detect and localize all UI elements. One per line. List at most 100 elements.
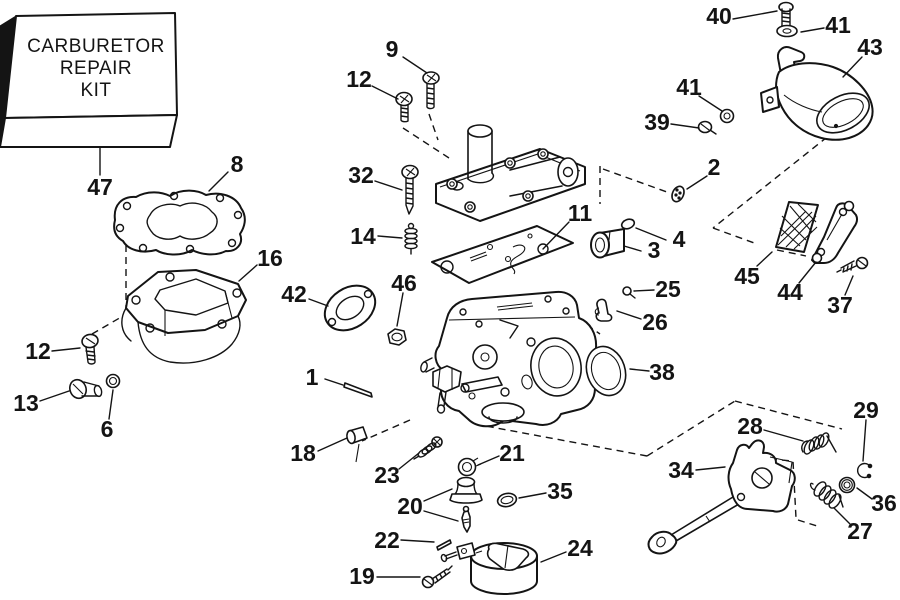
part-callout-22: 22	[374, 527, 400, 553]
part-callout-36: 36	[871, 490, 897, 516]
part-callout-40: 40	[706, 3, 732, 29]
callout-2-leader	[686, 175, 708, 190]
part-callout-11: 11	[568, 200, 593, 226]
part-callout-27: 27	[847, 518, 873, 544]
callout-36-leader	[856, 487, 873, 500]
part-callout-8: 8	[231, 151, 244, 177]
part-callout-41: 41	[825, 12, 851, 38]
part-callout-32: 32	[348, 162, 374, 188]
part-4-oval	[620, 218, 636, 230]
kit-box-line1: CARBURETOR	[27, 36, 165, 57]
part-32-screw	[401, 164, 419, 215]
part-27-spring	[809, 481, 844, 509]
part-callout-47: 47	[87, 174, 113, 200]
callout-20-leader	[423, 488, 453, 502]
part-29-clip	[856, 462, 873, 479]
callout-12-leader	[51, 347, 81, 352]
part-callout-2: 2	[708, 154, 721, 180]
part-23-screw-spring	[413, 436, 443, 460]
part-callout-16: 16	[257, 245, 283, 271]
callout-38-leader	[629, 368, 650, 372]
callout-32-leader	[374, 180, 403, 191]
part-9-screw	[422, 71, 440, 110]
callout-40-leader	[732, 10, 778, 20]
part-pump-cover	[435, 124, 586, 222]
callout-46-leader	[396, 292, 404, 327]
part-callout-38: 38	[649, 359, 675, 385]
part-46-nut	[387, 328, 407, 346]
repair-kit-box: CARBURETOR REPAIR KIT	[0, 12, 178, 148]
part-8-gasket	[113, 189, 246, 256]
part-callout-6: 6	[101, 416, 114, 442]
callout-39-leader	[670, 123, 700, 129]
part-callout-18: 18	[290, 440, 316, 466]
callout-42-leader	[308, 298, 329, 307]
part-12-screw-lower	[81, 333, 99, 365]
callout-35-leader	[518, 492, 547, 499]
callout-43-leader	[842, 56, 863, 78]
callout-24-leader	[540, 551, 567, 563]
part-callout-21: 21	[499, 440, 525, 466]
callout-27-leader	[833, 507, 851, 525]
part-callout-14: 14	[350, 223, 376, 249]
part-callout-1: 1	[306, 364, 319, 390]
callout-1-leader	[324, 378, 344, 386]
callout-23-leader	[398, 452, 420, 470]
part-callout-34: 34	[668, 457, 694, 483]
callout-25-leader	[633, 289, 655, 292]
part-45-screen	[775, 201, 819, 253]
part-callout-46: 46	[391, 270, 417, 296]
callout-28-leader	[763, 429, 804, 442]
callout-4-leader	[635, 227, 667, 241]
callout-9-leader	[402, 56, 428, 74]
part-18-cup	[346, 426, 368, 463]
part-1-pin	[343, 382, 373, 398]
part-callout-37: 37	[827, 292, 853, 318]
callout-12-leader	[371, 85, 399, 100]
callout-37-leader	[844, 275, 854, 296]
part-41-washer-upper	[776, 24, 798, 38]
callout-3-leader	[623, 245, 642, 252]
part-callout-3: 3	[648, 237, 661, 263]
part-callout-13: 13	[13, 390, 39, 416]
part-40-screw	[778, 1, 794, 29]
part-callout-24: 24	[567, 535, 593, 561]
part-11-gasket	[431, 225, 574, 284]
callout-22-leader	[400, 539, 435, 543]
callout-21-leader	[477, 455, 500, 466]
part-callout-35: 35	[547, 478, 573, 504]
part-42-gasket	[323, 284, 377, 332]
callout-13-leader	[39, 390, 70, 402]
part-callout-41: 41	[676, 74, 702, 100]
part-carburetor-body	[420, 290, 598, 428]
part-25-screw	[622, 286, 636, 299]
callout-41-leader	[800, 27, 825, 33]
callout-20-leader	[423, 510, 459, 522]
callout-41-leader	[698, 95, 723, 112]
assembly-dashed-lines	[91, 113, 847, 527]
part-35-oring	[496, 492, 518, 508]
part-26-clip	[594, 298, 613, 322]
callout-44-leader	[798, 261, 817, 284]
callout-11-leader	[542, 221, 570, 250]
part-41-washer-lower	[719, 108, 735, 124]
kit-box-line2: REPAIR	[60, 58, 132, 79]
callout-45-leader	[756, 251, 773, 267]
part-callout-45: 45	[734, 263, 760, 289]
callout-8-leader	[208, 171, 229, 192]
callout-34-leader	[695, 466, 726, 471]
part-callout-26: 26	[642, 309, 668, 335]
part-3-sleeve	[590, 228, 625, 259]
callout-14-leader	[377, 235, 403, 239]
part-44-bracket	[811, 200, 859, 264]
part-21-washer	[457, 457, 482, 477]
part-callout-9: 9	[386, 36, 399, 62]
part-22-pin	[436, 539, 452, 551]
part-19-screw	[421, 565, 453, 589]
part-callout-12: 12	[25, 338, 51, 364]
part-callout-12: 12	[346, 66, 372, 92]
part-16-housing	[121, 269, 247, 364]
